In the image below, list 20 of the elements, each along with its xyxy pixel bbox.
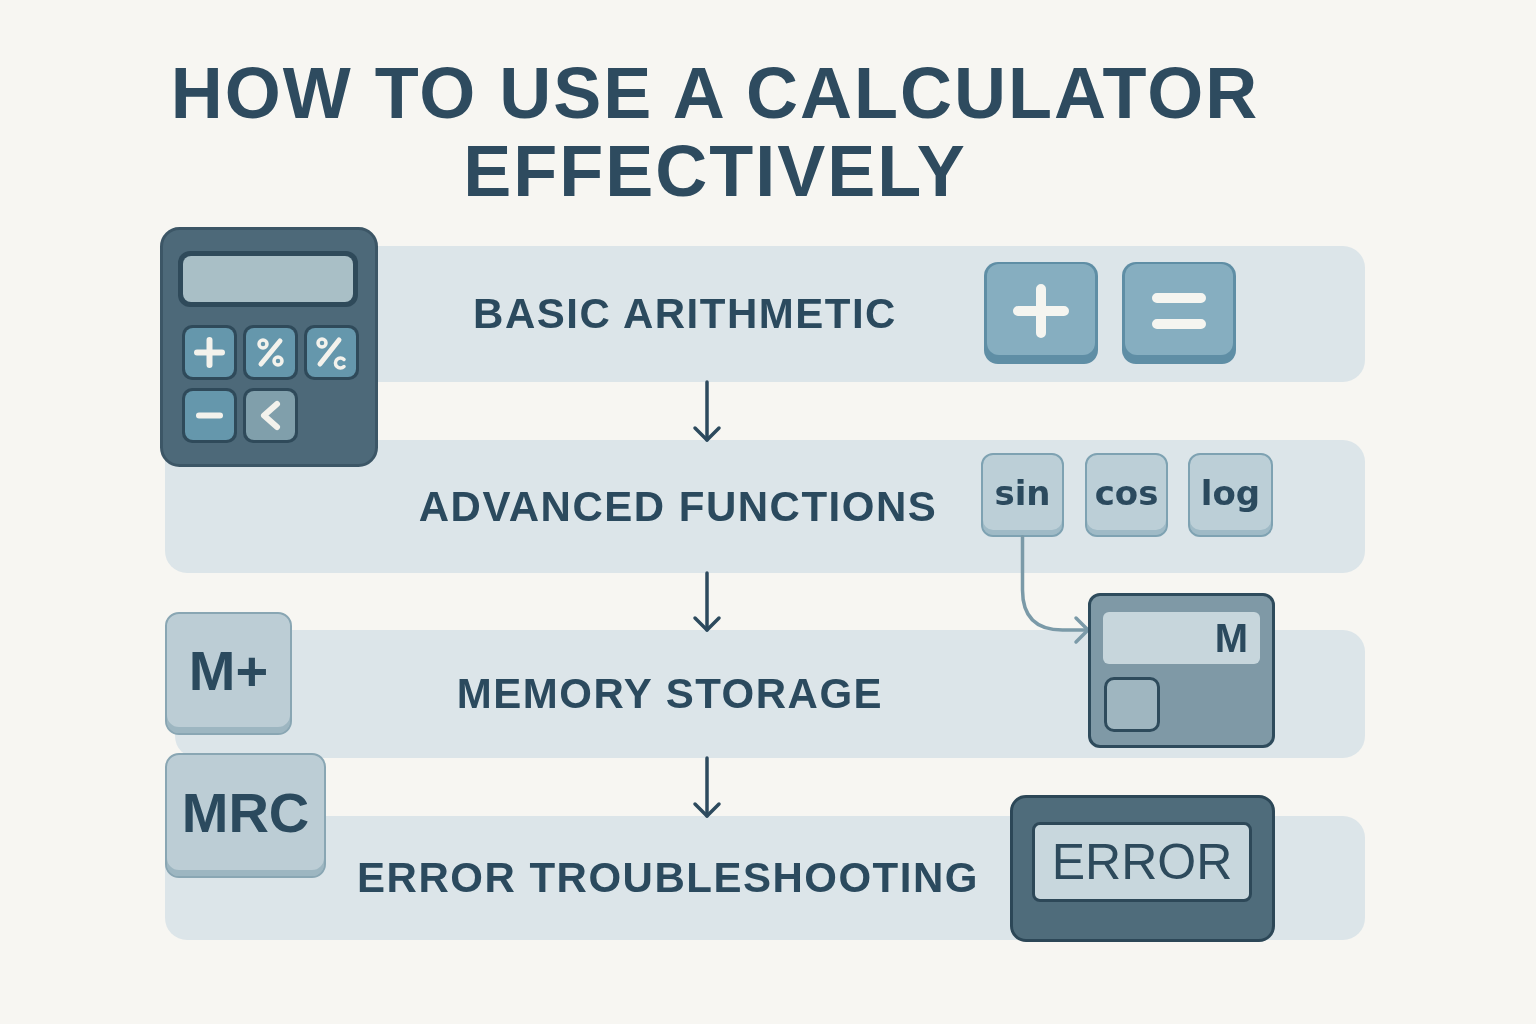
error-message: ERROR	[1051, 837, 1233, 887]
arrow	[1020, 535, 1090, 644]
step-title: MEMORY STORAGE	[456, 670, 884, 718]
step-title: ADVANCED FUNCTIONS	[418, 483, 938, 530]
memory-display	[1088, 593, 1275, 748]
arrow	[693, 380, 721, 442]
title: HOW TO USE A CALCULATOR EFFECTIVELY	[169, 54, 1261, 210]
error-display	[1010, 795, 1275, 942]
arrow	[693, 571, 721, 632]
memory-key: MRC	[165, 753, 326, 878]
memory-key: M+	[165, 612, 292, 735]
memory-indicator: M	[1214, 618, 1248, 658]
function-key: cos	[1085, 453, 1168, 537]
step-title: BASIC ARITHMETIC	[473, 290, 897, 338]
step-title: ERROR TROUBLESHOOTING	[357, 854, 979, 902]
step-band	[378, 246, 1365, 382]
function-key: log	[1188, 453, 1273, 537]
function-key: sin	[981, 453, 1064, 537]
arrow	[693, 756, 721, 818]
step-band	[165, 440, 1365, 573]
